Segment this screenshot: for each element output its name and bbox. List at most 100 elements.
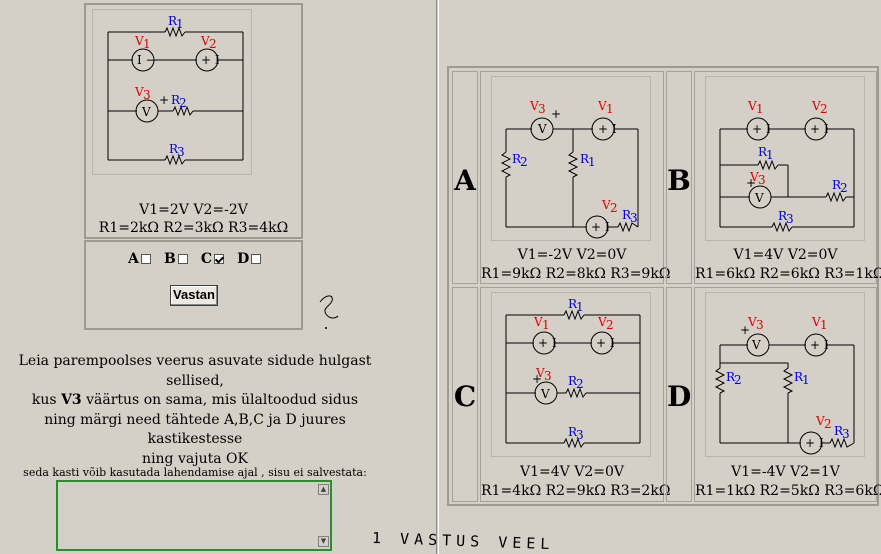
svg-text:1: 1: [542, 318, 550, 332]
question-resistances: R1=2kΩ R2=3kΩ R3=4kΩ: [98, 220, 289, 236]
svg-text:3: 3: [758, 173, 766, 187]
choice-b-letter-cell: B: [666, 71, 692, 284]
svg-text:R: R: [794, 370, 804, 384]
scroll-up-button[interactable]: ▲: [318, 484, 329, 495]
svg-text:V: V: [529, 99, 539, 113]
svg-text:1: 1: [756, 102, 764, 116]
svg-text:R: R: [622, 208, 632, 222]
svg-text:V: V: [535, 366, 545, 380]
svg-text:3: 3: [177, 145, 185, 159]
option-a-label: A: [128, 251, 139, 267]
svg-text:I −: I −: [137, 53, 156, 67]
svg-text:1: 1: [576, 300, 584, 314]
svg-text:+: +: [551, 107, 561, 121]
svg-text:+ I: + I: [538, 336, 557, 350]
option-c-checkbox[interactable]: [214, 253, 225, 264]
answer-options: A B C D: [128, 248, 269, 267]
svg-text:V: V: [540, 387, 550, 401]
svg-text:3: 3: [842, 427, 850, 441]
svg-text:V: V: [815, 414, 825, 428]
svg-text:1: 1: [820, 318, 828, 332]
svg-text:+: +: [532, 372, 542, 386]
svg-text:1: 1: [588, 155, 596, 169]
question-voltages: V1=2V V2=-2V: [139, 202, 248, 218]
svg-text:V: V: [597, 99, 607, 113]
svg-text:+: +: [740, 323, 750, 337]
choice-a-voltages: V1=-2V V2=0V: [517, 247, 627, 263]
svg-text:+: +: [159, 93, 169, 107]
svg-text:V: V: [754, 191, 764, 205]
handwritten-mark: [319, 295, 339, 329]
svg-text:R: R: [568, 425, 578, 439]
submit-button[interactable]: Vastan: [170, 285, 218, 306]
svg-text:2: 2: [520, 155, 528, 169]
svg-text:V: V: [134, 34, 144, 48]
svg-text:1: 1: [176, 17, 184, 31]
svg-text:2: 2: [610, 201, 618, 215]
svg-text:V: V: [811, 99, 821, 113]
svg-text:2: 2: [576, 377, 584, 391]
handwritten-note: 1 VASTUS VEEL: [371, 528, 555, 554]
svg-text:R: R: [512, 152, 522, 166]
option-b-checkbox[interactable]: [177, 253, 188, 264]
svg-text:3: 3: [630, 211, 638, 225]
svg-text:1: 1: [766, 148, 774, 162]
svg-text:2: 2: [734, 373, 742, 387]
choice-b-resistances: R1=6kΩ R2=6kΩ R3=1kΩ: [695, 266, 881, 282]
choice-b-letter: B: [667, 164, 691, 197]
option-d-checkbox[interactable]: [251, 253, 262, 264]
choice-d-voltages: V1=-4V V2=1V: [731, 464, 840, 480]
choice-c-voltages: V1=4V V2=0V: [520, 464, 624, 480]
svg-text:+ I: + I: [752, 122, 771, 136]
option-a-checkbox[interactable]: [140, 253, 151, 264]
svg-text:2: 2: [820, 102, 828, 116]
svg-text:2: 2: [606, 318, 614, 332]
option-c-label: C: [200, 251, 213, 267]
choice-b-voltages: V1=4V V2=0V: [733, 247, 838, 263]
choice-d-letter-cell: D: [666, 287, 692, 502]
svg-text:R: R: [834, 424, 844, 438]
svg-text:2: 2: [179, 96, 187, 110]
svg-text:+ I: + I: [810, 338, 829, 352]
svg-text:R: R: [568, 374, 578, 388]
svg-text:+: +: [746, 176, 756, 190]
svg-text:+ I: + I: [201, 53, 220, 67]
svg-text:R: R: [832, 178, 842, 192]
scroll-down-button[interactable]: ▼: [318, 536, 329, 547]
instruction-line-4: ning vajuta OK: [142, 450, 248, 467]
choice-c-resistances: R1=4kΩ R2=9kΩ R3=2kΩ: [481, 483, 671, 499]
svg-text:R: R: [778, 209, 788, 223]
svg-text:3: 3: [143, 88, 151, 102]
svg-text:2: 2: [840, 181, 848, 195]
svg-text:1: 1: [606, 102, 614, 116]
svg-text:V: V: [601, 198, 611, 212]
scratch-textarea[interactable]: ▲ ▼: [56, 480, 332, 551]
svg-text:+ I: + I: [598, 122, 617, 136]
svg-text:3: 3: [756, 318, 764, 332]
choice-d-letter: D: [667, 380, 692, 413]
svg-text:V: V: [200, 34, 210, 48]
svg-text:V: V: [751, 338, 761, 352]
svg-text:V: V: [597, 315, 607, 329]
instruction-line-2: kus V3 väärtus on sama, mis ülaltoodud s…: [31, 392, 359, 408]
instruction-v3-emphasis: V3: [61, 392, 82, 408]
choice-c-letter-cell: C: [452, 287, 478, 502]
choice-a-resistances: R1=9kΩ R2=8kΩ R3=9kΩ: [481, 266, 671, 282]
svg-text:1: 1: [143, 37, 151, 51]
svg-text:2: 2: [824, 417, 832, 431]
svg-text:R: R: [568, 297, 578, 311]
